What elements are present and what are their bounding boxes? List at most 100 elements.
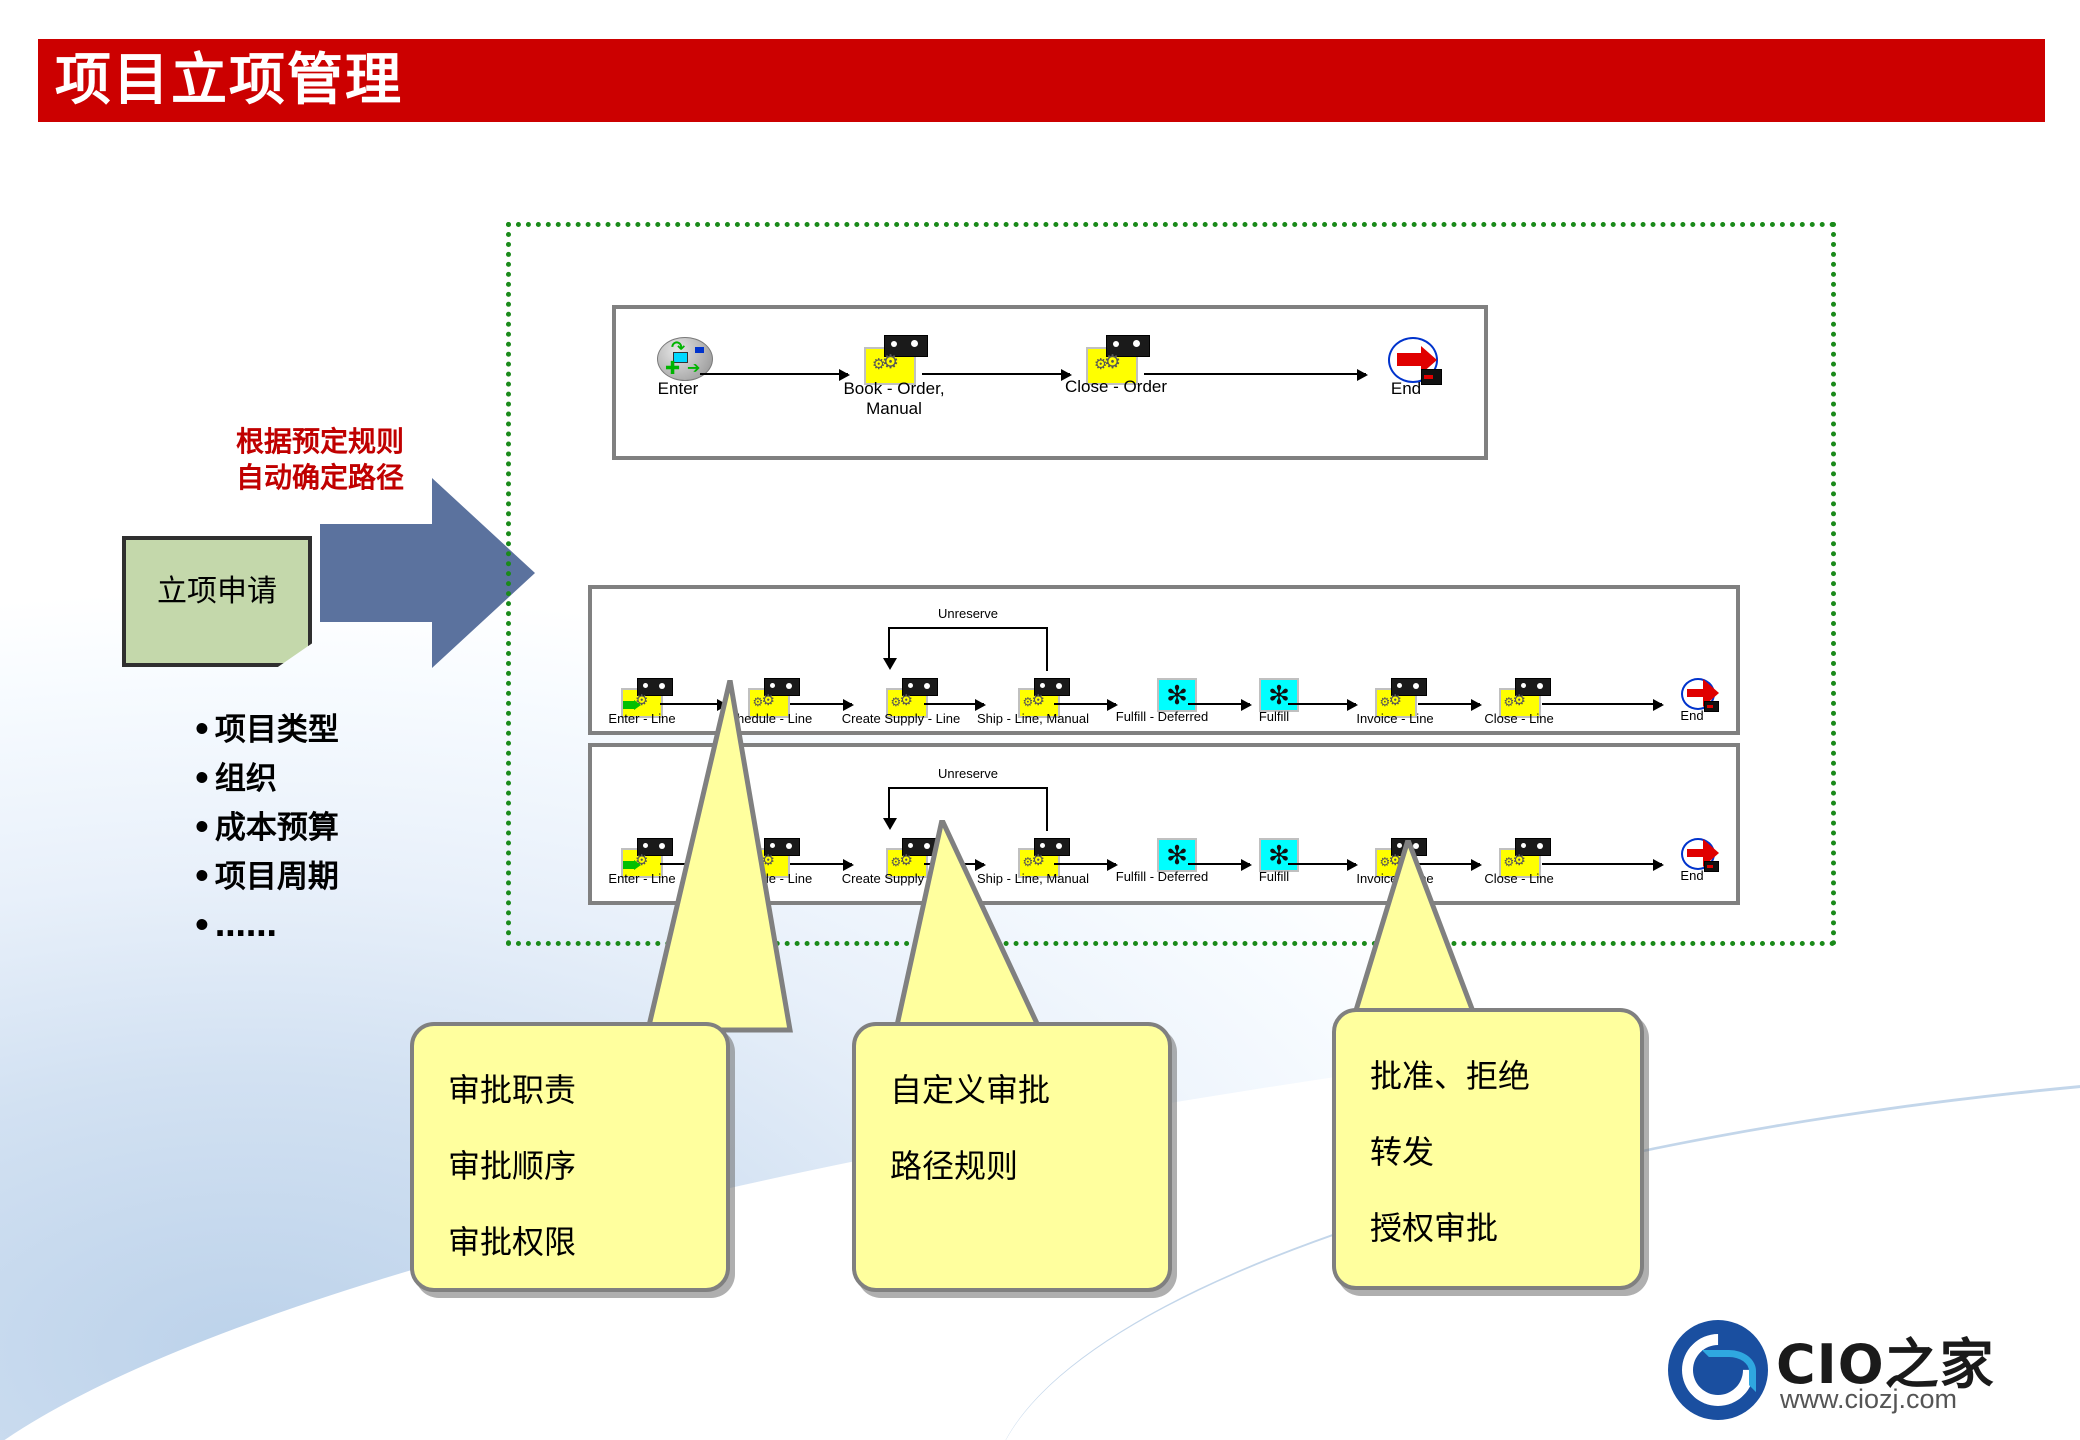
flow-panel-header [612,305,1488,460]
task-yellow-icon: ⚙ ⚙ [1498,838,1555,878]
flow-node-label: Ship - Line, Manual [976,711,1090,726]
cio-logo-icon [1667,1319,1769,1421]
flow-node-label: Invoice - Line [1356,711,1434,726]
task-yellow-enter-icon: ⚙ [621,838,677,878]
task-yellow-icon: ⚙ ⚙ [1374,678,1431,718]
flow-node-schedule-line[interactable]: ⚙ ⚙ Schedule - Line [722,678,812,726]
flow-connector [1288,859,1358,871]
task-yellow-icon: ⚙ ⚙ [747,678,804,718]
flow-connector [790,699,854,711]
callout-line: 自定义审批 [890,1071,1051,1109]
flow-node-close-line[interactable]: ⚙ ⚙ Close - Line [1476,678,1562,726]
logo: CIO之家 www.ciozj.com [1667,1318,2058,1428]
callout-line: 转发 [1370,1133,1435,1171]
flow-node-end-line-1[interactable]: End [1664,678,1720,723]
flow-connector [1288,699,1358,711]
callout-bubble-approve-reject[interactable]: 批准、拒绝 转发 授权审批 [1332,1008,1644,1290]
logo-brand: CIO之家 [1776,1333,1995,1396]
flow-node-end-line-2[interactable]: End [1664,838,1720,883]
flow-connector [1542,699,1664,711]
list-item: 成本预算 [192,804,532,853]
rule-note: 根据预定规则 自动确定路径 [190,424,450,496]
end-arrow-icon [1387,337,1442,385]
flow-connector [1054,699,1118,711]
flow-node-label: Enter [657,379,699,398]
flow-node-end[interactable]: End [1368,337,1444,398]
flow-panel-line-2 [588,743,1740,905]
callout-bubble-approval-roles[interactable]: 审批职责 审批顺序 审批权限 [410,1022,730,1292]
dotted-region-border [506,222,1836,946]
flow-node-fulfill-deferred[interactable]: ✻ Fulfill - Deferred [1112,678,1212,724]
flow-node-enter-line-2[interactable]: ⚙ Enter - Line [600,838,684,886]
right-arrow-icon [320,478,535,668]
flow-node-close-order[interactable]: ⚙ ⚙ Close - Order [1065,335,1167,396]
end-arrow-icon [1680,838,1719,872]
callout-text-3: 批准、拒绝 转发 授权审批 [1370,1038,1626,1266]
flow-node-label: Book - Order, Manual [843,379,945,418]
flow-node-label: End [1680,708,1704,723]
callout-line: 审批职责 [448,1071,577,1109]
flow-node-book-order[interactable]: ⚙ ⚙ Book - Order, Manual [843,335,945,418]
callout-tail-1 [644,680,793,1033]
unreserve-loop-1: Unreserve [883,606,1048,671]
flow-node-ship-line-manual-2[interactable]: ⚙ ⚙ Ship - Line, Manual [977,838,1089,886]
flow-connector [790,859,854,871]
flow-connector [1418,699,1482,711]
flow-node-label: Fulfill - Deferred [1115,869,1209,884]
callout-line: 审批顺序 [448,1147,577,1185]
document-shape: 立项申请 [122,536,312,667]
flow-connector [1144,369,1368,381]
loop-label: Unreserve [938,766,998,781]
task-yellow-icon: ⚙ ⚙ [1017,678,1074,718]
task-yellow-icon: ⚙ ⚙ [885,838,942,878]
flow-node-close-line-2[interactable]: ⚙ ⚙ Close - Line [1476,838,1562,886]
flow-connector [1188,699,1252,711]
flow-node-fulfill-2[interactable]: ✻ Fulfill [1244,838,1304,884]
flow-connector [700,369,850,381]
callout-line: 批准、拒绝 [1370,1057,1531,1095]
flow-connector [924,699,986,711]
list-item: 项目类型 [192,706,532,755]
flow-node-label: End [1680,868,1704,883]
flow-connector [1418,859,1482,871]
gear-cyan-icon: ✻ [1157,838,1197,872]
flow-node-fulfill-deferred-2[interactable]: ✻ Fulfill - Deferred [1112,838,1212,884]
callout-line: 路径规则 [890,1147,1019,1185]
title-bar [38,39,2045,122]
flow-node-fulfill[interactable]: ✻ Fulfill [1244,678,1304,724]
flow-connector [922,369,1072,381]
flow-node-invoice-line[interactable]: ⚙ ⚙ Invoice - Line [1352,678,1438,726]
flow-node-label: Fulfill [1258,869,1290,884]
end-arrow-icon [1680,678,1719,712]
task-yellow-enter-icon: ⚙ [621,678,677,718]
callout-line: 授权审批 [1370,1209,1499,1247]
callout-text-2: 自定义审批 路径规则 [890,1052,1154,1204]
flow-node-label: End [1390,379,1422,398]
list-item: 组织 [192,755,532,804]
callout-text-1: 审批职责 审批顺序 审批权限 [448,1052,712,1280]
bullet-list: 项目类型 组织 成本预算 项目周期 …… [192,706,532,951]
flow-node-label: Close - Line [1484,871,1554,886]
flow-connector [1054,859,1118,871]
flow-connector [1188,859,1252,871]
unreserve-loop-2: Unreserve [883,766,1048,831]
loop-label: Unreserve [938,606,998,621]
gear-cyan-icon: ✻ [1259,678,1299,712]
logo-url: www.ciozj.com [1780,1384,1958,1414]
task-yellow-icon: ⚙ ⚙ [885,678,942,718]
flow-node-label: Fulfill - Deferred [1115,709,1209,724]
task-yellow-icon: ⚙ ⚙ [1498,678,1555,718]
document-shape-label: 立项申请 [157,574,277,609]
task-yellow-icon: ⚙ ⚙ [1086,335,1154,385]
flow-node-enter[interactable]: ↷ ✚ ➔ Enter [636,337,720,398]
flow-node-label: Fulfill [1258,709,1290,724]
flow-node-label: Create Supply - Line [841,711,961,726]
flow-connector [1542,859,1664,871]
flow-node-label: Enter - Line [608,871,676,886]
page-title: 项目立项管理 [55,48,403,113]
flow-node-ship-line-manual[interactable]: ⚙ ⚙ Ship - Line, Manual [976,678,1090,726]
flow-node-enter-line[interactable]: ⚙ Enter - Line [600,678,684,726]
flow-node-create-supply-line[interactable]: ⚙ ⚙ Create Supply - Line [842,678,960,726]
callout-bubble-custom-path[interactable]: 自定义审批 路径规则 [852,1022,1172,1292]
